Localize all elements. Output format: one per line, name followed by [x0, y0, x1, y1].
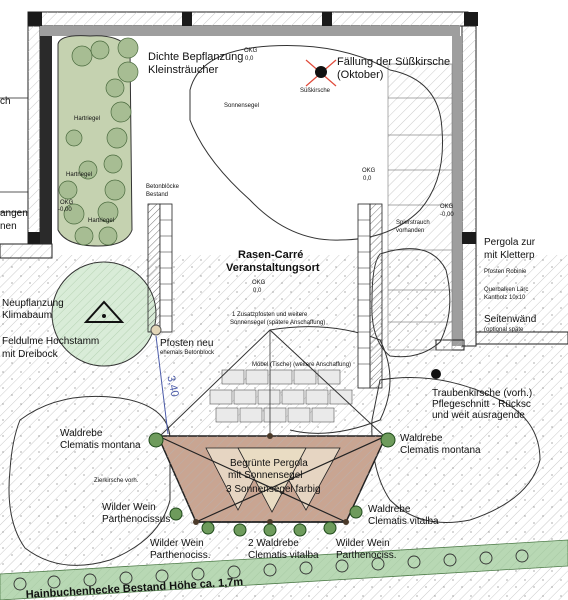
label-pfosten-neu: Pfosten neu: [160, 338, 213, 349]
label-left-angen: angen: [0, 208, 28, 219]
label-okg-top: OKG: [244, 48, 258, 54]
label-wilder-wein-b2-2: Parthenociss.: [336, 550, 397, 561]
label-traubenkirsche-1: Traubenkirsche (vorh.): [432, 388, 532, 399]
label-begruente-2: mit Sonnensegel: [228, 470, 303, 481]
label-waldrebe-vitalba-2: Clematis vitalba: [368, 516, 439, 527]
label-waldrebe-vitalba-1: Waldrebe: [368, 504, 411, 515]
label-dreibock: mit Dreibock: [2, 349, 59, 360]
label-wilder-wein-b2-1: Wilder Wein: [336, 538, 390, 549]
label-wilder-wein-b1-1: Wilder Wein: [150, 538, 204, 549]
label-okg-left-val: -0,00: [58, 207, 72, 213]
cherry-crown-outline: [189, 45, 443, 241]
concrete-blocks-left: [147, 203, 173, 333]
label-waldrebe-left-1: Waldrebe: [60, 428, 103, 439]
label-okg-right-val: -0,00: [440, 212, 454, 218]
label-faellung-2: (Oktober): [337, 69, 383, 81]
label-begruente-3: 3 Sonnensegel farbig: [226, 484, 321, 495]
label-left-ch: ch: [0, 96, 11, 107]
label-spierstrauch-1: Spierstrauch: [396, 220, 430, 226]
label-seitenwand-1: Seitenwänd: [484, 314, 536, 325]
label-okg-left: OKG: [60, 200, 74, 206]
label-wilder-wein-left-2: Parthenocissus: [102, 514, 170, 525]
dimension-line: [155, 335, 169, 435]
building-walls: [0, 11, 568, 351]
bottom-left-outline: [8, 395, 171, 566]
label-betonbloecke-2: Bestand: [146, 192, 168, 198]
label-okg-center: OKG: [252, 280, 266, 286]
label-neupflanzung: Neupflanzung: [2, 298, 64, 309]
label-klimabaum: Klimabaum: [2, 310, 52, 321]
label-pergola-1: Pergola zur: [484, 237, 536, 248]
label-begruente-1: Begrünte Pergola: [230, 458, 308, 469]
label-hartriegel-1: Hartriegel: [74, 116, 100, 122]
label-betonbloecke-1: Betonblöcke: [146, 184, 180, 190]
label-feldulme: Feldulme Hochstamm: [2, 336, 99, 347]
label-okg-top-val: 0,0: [245, 56, 254, 62]
label-waldrebe-right-1: Waldrebe: [400, 433, 443, 444]
label-ehemals-beton: ehemals Betonblock: [160, 350, 215, 356]
label-wilder-wein-left-1: Wilder Wein: [102, 502, 156, 513]
felled-cherry-icon: [305, 59, 337, 87]
shrub-bed: [57, 35, 139, 247]
label-waldrebe-right-2: Clematis montana: [400, 445, 481, 456]
label-kleinstraeucher: Kleinsträucher: [148, 64, 219, 76]
hedge-band: [0, 539, 568, 600]
plant-markers: [148, 432, 396, 537]
label-hartriegel-2: Hartriegel: [66, 172, 92, 178]
label-dichte-bepflanzung: Dichte Bepflanzung: [148, 51, 243, 63]
label-moebel: Möbel (Tische) (weitere Anschaffung): [252, 362, 351, 368]
tripod-triangle-icon: [83, 300, 125, 323]
new-post-marker: [150, 324, 162, 336]
label-suesskirsche: Süßkirsche: [300, 88, 331, 94]
center-outline: [269, 326, 391, 434]
label-zusatz-2: Sonnensegel (spätere Anschaffung): [230, 320, 325, 326]
bottom-right-outline: [371, 377, 541, 523]
furniture-tables: [209, 369, 353, 423]
label-querbalken-2: Kantholz 10x10: [484, 295, 526, 301]
label-wilder-wein-b1-2: Parthenociss.: [150, 550, 211, 561]
label-okg-center-val: 0,0: [253, 288, 262, 294]
label-querbalken-1: Querbalken Lärc: [484, 287, 528, 293]
concrete-blocks-right: [357, 203, 383, 389]
label-pergola-2: mit Kletterp: [484, 250, 535, 261]
label-zierkirsche: Zierkirsche vorh.: [94, 478, 139, 484]
pergola: [155, 433, 389, 525]
label-okg-mid-val: 0,0: [363, 176, 372, 182]
right-room-hatch: [387, 63, 453, 351]
label-zusatz-1: 1 Zusatzpfosten und weitere: [232, 312, 308, 318]
label-left-nen: nen: [0, 221, 17, 232]
label-sonnensegel-top: Sonnensegel: [224, 103, 259, 109]
label-seitenwand-2: (optional späte: [484, 327, 524, 333]
label-waldrebe-b-1: 2 Waldrebe: [248, 538, 299, 549]
label-okg-mid: OKG: [362, 168, 376, 174]
label-hartriegel-3: Hartriegel: [88, 218, 114, 224]
traubenkirsche-dot: [431, 369, 441, 379]
label-pfosten-robinie: Pfosten Robinie: [484, 269, 527, 275]
label-waldrebe-b-2: Clematis vitalba: [248, 550, 319, 561]
label-traubenkirsche-2: Pflegeschnitt - Rücksc: [432, 399, 531, 410]
label-faellung-1: Fällung der Süßkirsche: [337, 56, 450, 68]
label-okg-right: OKG: [440, 204, 454, 210]
label-veranstaltungsort: Veranstaltungsort: [226, 262, 320, 274]
label-dimension: 3,40: [164, 375, 180, 398]
label-spierstrauch-2: vorhanden: [396, 228, 424, 234]
label-traubenkirsche-3: und weit ausragende: [432, 410, 525, 421]
label-rasen-carre: Rasen-Carré: [238, 249, 303, 261]
label-waldrebe-left-2: Clematis montana: [60, 440, 141, 451]
